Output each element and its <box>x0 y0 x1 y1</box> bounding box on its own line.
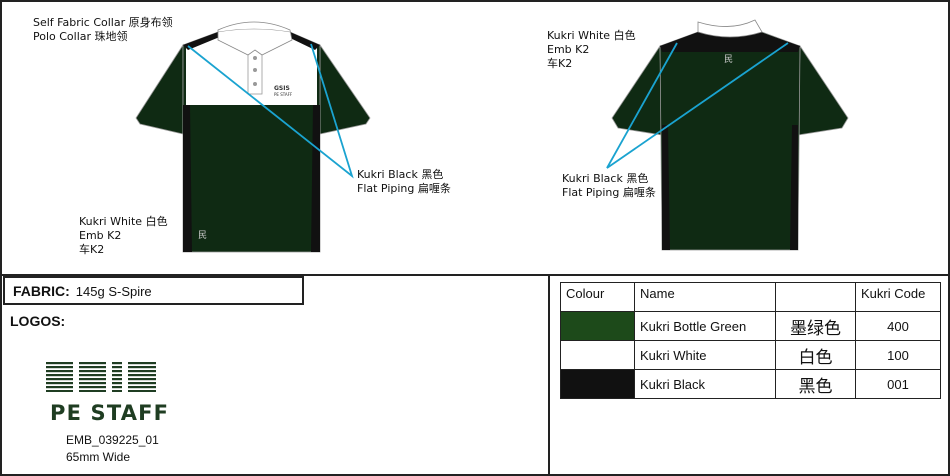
logo-size: 65mm Wide <box>66 450 131 464</box>
header-cell: Colour <box>560 282 635 312</box>
label-line: Flat Piping 扁喱条 <box>357 182 451 195</box>
pointer-line <box>187 43 354 179</box>
label-line: Kukri White 白色 <box>79 215 168 228</box>
label-line: Emb K2 <box>547 43 590 56</box>
garment-drawings: GSIS PE STAFF ⺠ ⺠ <box>135 19 849 253</box>
label-line: 车K2 <box>79 243 105 256</box>
gsis-logo: PE STAFF <box>46 362 168 424</box>
label-line: Flat Piping 扁喱条 <box>562 186 656 199</box>
logo-info: EMB_039225_01 65mm Wide <box>66 432 159 466</box>
kukri-code: 400 <box>855 311 941 341</box>
collar-label: Self Fabric Collar 原身布领 Polo Collar 珠地领 <box>33 16 173 44</box>
colour-swatch <box>560 369 635 399</box>
svg-text:GSIS: GSIS <box>274 85 290 92</box>
table-row: Kukri White 白色 100 <box>560 340 941 370</box>
svg-text:⺠: ⺠ <box>198 230 207 241</box>
svg-text:PE STAFF: PE STAFF <box>274 92 293 97</box>
label-line: Kukri Black 黑色 <box>562 172 649 185</box>
fabric-label: FABRIC: <box>13 283 70 299</box>
fabric-value: 145g S-Spire <box>75 284 152 299</box>
header-cell: Kukri Code <box>855 282 941 312</box>
kukri-code: 100 <box>855 340 941 370</box>
table-header: Colour Name Kukri Code <box>560 282 941 312</box>
logos-heading: LOGOS: <box>10 313 66 329</box>
svg-text:⺠: ⺠ <box>724 54 733 65</box>
header-cell <box>775 282 856 312</box>
pointer-line <box>606 42 789 169</box>
colour-swatch <box>560 340 635 370</box>
label-line: Kukri White 白色 <box>547 29 636 42</box>
label-line: Self Fabric Collar 原身布领 <box>33 16 173 29</box>
logo-code: EMB_039225_01 <box>66 433 159 447</box>
colour-chinese: 墨绿色 <box>775 311 856 341</box>
front-shirt: GSIS PE STAFF ⺠ <box>135 21 371 253</box>
svg-text:PE STAFF: PE STAFF <box>50 401 168 424</box>
label-line: Kukri Black 黑色 <box>357 168 444 181</box>
label-line: Emb K2 <box>79 229 122 242</box>
table-row: Kukri Black 黑色 001 <box>560 369 941 399</box>
colour-chinese: 黑色 <box>775 369 856 399</box>
back-piping-label: Kukri Black 黑色 Flat Piping 扁喱条 <box>562 172 656 200</box>
front-piping-label: Kukri Black 黑色 Flat Piping 扁喱条 <box>357 168 451 196</box>
colour-name: Kukri Bottle Green <box>634 311 776 341</box>
colour-swatch <box>560 311 635 341</box>
back-shirt: ⺠ <box>606 19 849 251</box>
divider <box>0 274 950 276</box>
colour-name: Kukri White <box>634 340 776 370</box>
header-cell: Name <box>634 282 776 312</box>
front-emb-label: Kukri White 白色 Emb K2 车K2 <box>79 215 168 257</box>
colour-table: Colour Name Kukri Code Kukri Bottle Gree… <box>560 282 941 399</box>
label-line: 车K2 <box>547 57 573 70</box>
label-line: Polo Collar 珠地领 <box>33 30 128 43</box>
divider <box>548 275 550 476</box>
table-row: Kukri Bottle Green 墨绿色 400 <box>560 311 941 341</box>
kukri-code: 001 <box>855 369 941 399</box>
fabric-box: FABRIC: 145g S-Spire <box>3 276 304 305</box>
colour-name: Kukri Black <box>634 369 776 399</box>
colour-chinese: 白色 <box>775 340 856 370</box>
back-emb-label: Kukri White 白色 Emb K2 车K2 <box>547 29 636 71</box>
